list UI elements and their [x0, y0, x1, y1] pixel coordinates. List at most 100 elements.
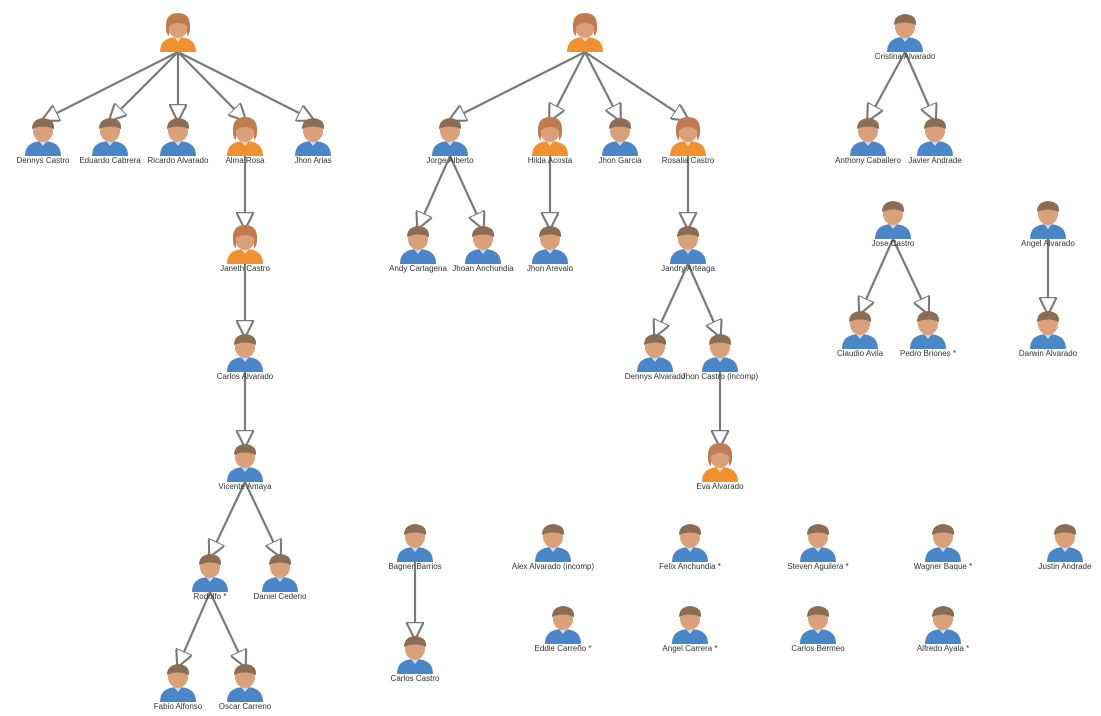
- male-person-icon: [155, 660, 201, 702]
- person-name: Carlos Castro: [390, 674, 440, 683]
- male-person-icon: [920, 602, 966, 644]
- person-node[interactable]: Rosalia Castro: [643, 114, 733, 170]
- person-node[interactable]: Jhoan Anchundia: [438, 222, 528, 278]
- edge-n15-n19: [418, 155, 452, 228]
- person-node[interactable]: Eddie Carreño *: [518, 602, 608, 658]
- person-name: Jhon Castro (incomp): [681, 372, 759, 381]
- male-person-icon: [667, 520, 713, 562]
- female-person-icon: [527, 114, 573, 156]
- male-person-icon: [882, 10, 928, 52]
- person-node[interactable]: Carlos Bermeo: [773, 602, 863, 658]
- person-node[interactable]: Alma Rosa: [200, 114, 290, 170]
- person-name: Carlos Bermeo: [791, 644, 845, 653]
- person-node[interactable]: Justin Andrade: [1020, 520, 1101, 576]
- person-name: Claudio Avila: [836, 349, 884, 358]
- person-name: Cristina Alvarado: [874, 52, 936, 61]
- person-node[interactable]: Ricardo Alvarado: [133, 114, 223, 170]
- person-node[interactable]: Claudio Avila: [815, 307, 905, 363]
- edge-n29-n31: [892, 238, 928, 313]
- edge-n14-n18: [584, 51, 688, 120]
- person-node[interactable]: [540, 10, 630, 66]
- male-person-icon: [530, 520, 576, 562]
- person-name: Javier Andrade: [908, 156, 962, 165]
- edge-n1-n5: [177, 51, 245, 120]
- person-node[interactable]: Jhon Castro (incomp): [675, 330, 765, 386]
- person-name: Fabio Alfonso: [153, 702, 203, 711]
- male-person-icon: [392, 632, 438, 674]
- person-name: Rodolfo *: [193, 592, 227, 601]
- edge-n29-n30: [860, 238, 895, 313]
- person-node[interactable]: Fabio Alfonso: [133, 660, 223, 716]
- person-node[interactable]: Anthony Caballero: [823, 114, 913, 170]
- person-node[interactable]: Cristina Alvarado: [860, 10, 950, 66]
- person-node[interactable]: Pedro Briones *: [883, 307, 973, 363]
- male-person-icon: [20, 114, 66, 156]
- person-node[interactable]: Oscar Carreno: [200, 660, 290, 716]
- person-node[interactable]: Alex Alvarado (incomp): [508, 520, 598, 576]
- person-node[interactable]: Felix Anchundia *: [645, 520, 735, 576]
- person-node[interactable]: Eduardo Cabrera: [65, 114, 155, 170]
- person-name: Janeth Castro: [220, 264, 270, 273]
- person-name: Wagner Baque *: [913, 562, 973, 571]
- male-person-icon: [697, 330, 743, 372]
- person-node[interactable]: Eva Alvarado: [675, 440, 765, 496]
- male-person-icon: [667, 602, 713, 644]
- person-node[interactable]: Jhon Arias: [268, 114, 358, 170]
- person-node[interactable]: Angel Alvarado: [1003, 197, 1093, 253]
- person-name: Alfredo Ayala *: [916, 644, 970, 653]
- edge-n22-n23: [655, 263, 689, 336]
- person-node[interactable]: Wagner Baque *: [898, 520, 988, 576]
- person-node[interactable]: Alfredo Ayala *: [898, 602, 988, 658]
- male-person-icon: [222, 660, 268, 702]
- male-person-icon: [905, 307, 951, 349]
- person-node[interactable]: Darwin Alvarado: [1003, 307, 1093, 363]
- person-node[interactable]: Jhon Garcia: [575, 114, 665, 170]
- female-person-icon: [665, 114, 711, 156]
- person-node[interactable]: Jose Castro: [848, 197, 938, 253]
- person-node[interactable]: Jhon Arevalo: [505, 222, 595, 278]
- person-name: Pedro Briones *: [899, 349, 957, 358]
- person-node[interactable]: Hilda Acosta: [505, 114, 595, 170]
- person-node[interactable]: Dennys Alvarado: [610, 330, 700, 386]
- person-name: Andy Cartagena: [389, 264, 447, 273]
- person-name: Alex Alvarado (incomp): [511, 562, 595, 571]
- person-name: Anthony Caballero: [835, 156, 901, 165]
- male-person-icon: [527, 222, 573, 264]
- person-name: Darwin Alvarado: [1018, 349, 1078, 358]
- person-node[interactable]: Janeth Castro: [200, 222, 290, 278]
- edge-n14-n17: [584, 51, 620, 120]
- edge-n1-n2: [43, 51, 179, 120]
- edge-n22-n24: [686, 263, 720, 336]
- person-name: Jhon Arias: [294, 156, 332, 165]
- person-name: Jandry Arteaga: [661, 264, 715, 273]
- male-person-icon: [87, 114, 133, 156]
- person-node[interactable]: Carlos Castro: [370, 632, 460, 688]
- person-name: Dennys Alvarado: [624, 372, 686, 381]
- person-node[interactable]: Jorge Alberto: [405, 114, 495, 170]
- person-node[interactable]: Rodolfo *: [165, 550, 255, 606]
- person-node[interactable]: Bagner Barrios: [370, 520, 460, 576]
- person-node[interactable]: [133, 10, 223, 66]
- person-node[interactable]: Angel Carrera *: [645, 602, 735, 658]
- female-person-icon: [697, 440, 743, 482]
- person-node[interactable]: Daniel Cedeno: [235, 550, 325, 606]
- edge-layer: [43, 51, 1048, 666]
- person-name: Angel Carrera *: [662, 644, 718, 653]
- person-node[interactable]: Vicente Amaya: [200, 440, 290, 496]
- person-node[interactable]: Carlos Alvarado: [200, 330, 290, 386]
- person-node[interactable]: Dennys Castro: [0, 114, 88, 170]
- person-name: Vicente Amaya: [218, 482, 272, 491]
- male-person-icon: [837, 307, 883, 349]
- person-name: Ricardo Alvarado: [147, 156, 209, 165]
- person-node[interactable]: Jandry Arteaga: [643, 222, 733, 278]
- male-person-icon: [187, 550, 233, 592]
- person-name: Jose Castro: [871, 239, 915, 248]
- edge-n1-n6: [177, 51, 313, 120]
- person-node[interactable]: Javier Andrade: [890, 114, 980, 170]
- person-node[interactable]: Steven Aguilera *: [773, 520, 863, 576]
- person-name: Steven Aguilera *: [787, 562, 849, 571]
- male-person-icon: [222, 440, 268, 482]
- female-person-icon: [222, 114, 268, 156]
- person-node[interactable]: Andy Cartagena: [373, 222, 463, 278]
